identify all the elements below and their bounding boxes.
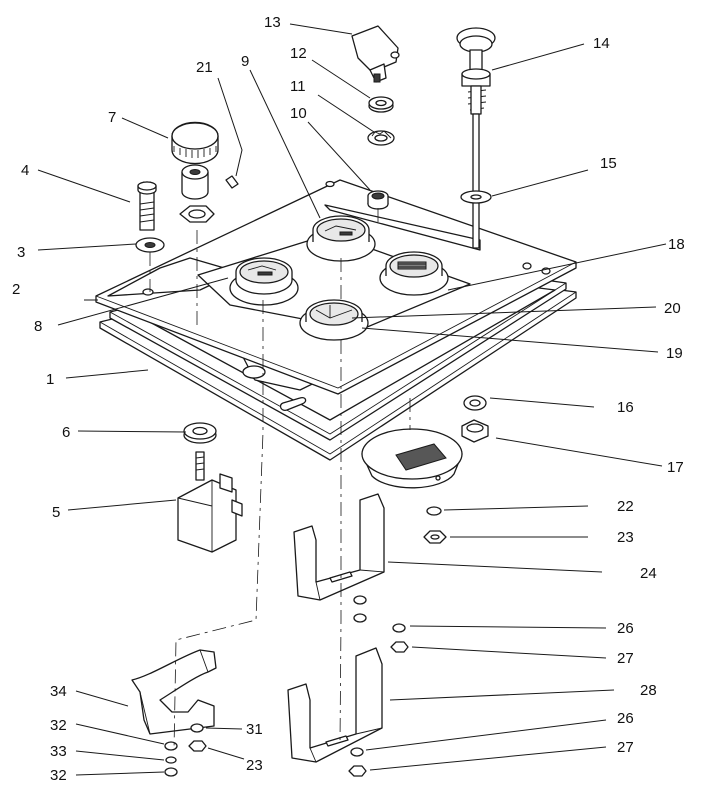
gauge-9 [306,215,376,262]
callout-26a: 26 [617,620,634,637]
knob-assembly [171,121,239,223]
callout-17: 17 [667,459,684,476]
callout-3: 3 [17,244,25,261]
bracket-28 [287,647,383,763]
callout-labels: 1 2 3 4 5 6 7 8 9 10 11 12 13 14 15 16 1… [12,14,685,784]
callout-10: 10 [290,105,307,122]
callout-9: 9 [241,53,249,70]
callout-21: 21 [196,59,213,76]
callout-20: 20 [664,300,681,317]
callout-34: 34 [50,683,67,700]
callout-8: 8 [34,318,42,335]
key-switch-assembly [351,25,400,210]
callout-23b: 23 [246,757,263,774]
callout-32a: 32 [50,717,67,734]
bracket-24 [293,493,385,601]
callout-15: 15 [600,155,617,172]
nut-6 [183,422,217,444]
hardware-32-33 [164,741,178,777]
bracket-34 [131,649,217,735]
callout-32b: 32 [50,767,67,784]
callout-16: 16 [617,399,634,416]
lockwasher-26a [392,623,406,633]
washer [353,595,367,605]
callout-26b: 26 [617,710,634,727]
nut [353,613,367,623]
callout-4: 4 [21,162,29,179]
nut-17 [461,419,489,443]
callout-12: 12 [290,45,307,62]
callout-1: 1 [46,371,54,388]
callout-19: 19 [666,345,683,362]
callout-2: 2 [12,281,20,298]
switch-5 [177,451,243,553]
nut-27a [390,641,409,653]
nut-31-23 [188,723,207,752]
callout-11: 11 [290,78,306,95]
callout-24: 24 [640,565,657,582]
callout-23a: 23 [617,529,634,546]
gauge-housing [361,428,463,489]
screw-and-washer [135,181,165,253]
assembly-axes [149,208,411,751]
washer-16 [463,395,487,411]
callout-13: 13 [264,14,281,31]
choke-cable-assembly [456,27,496,249]
callout-28: 28 [640,682,657,699]
nut-27b [348,765,367,777]
callout-5: 5 [52,504,60,521]
lockwasher-22 [426,506,442,516]
callout-27b: 27 [617,739,634,756]
callout-27a: 27 [617,650,634,667]
callout-22: 22 [617,498,634,515]
nut-23 [423,530,447,544]
callout-31: 31 [246,721,263,738]
callout-18: 18 [668,236,685,253]
callout-6: 6 [62,424,70,441]
lockwasher-26b [350,747,364,757]
leader-lines [37,23,667,776]
gauge-18 [379,251,449,296]
callout-14: 14 [593,35,610,52]
callout-7: 7 [108,109,116,126]
gauge-8 [229,257,299,306]
gauge-19-20 [299,299,369,341]
callout-33: 33 [50,743,67,760]
